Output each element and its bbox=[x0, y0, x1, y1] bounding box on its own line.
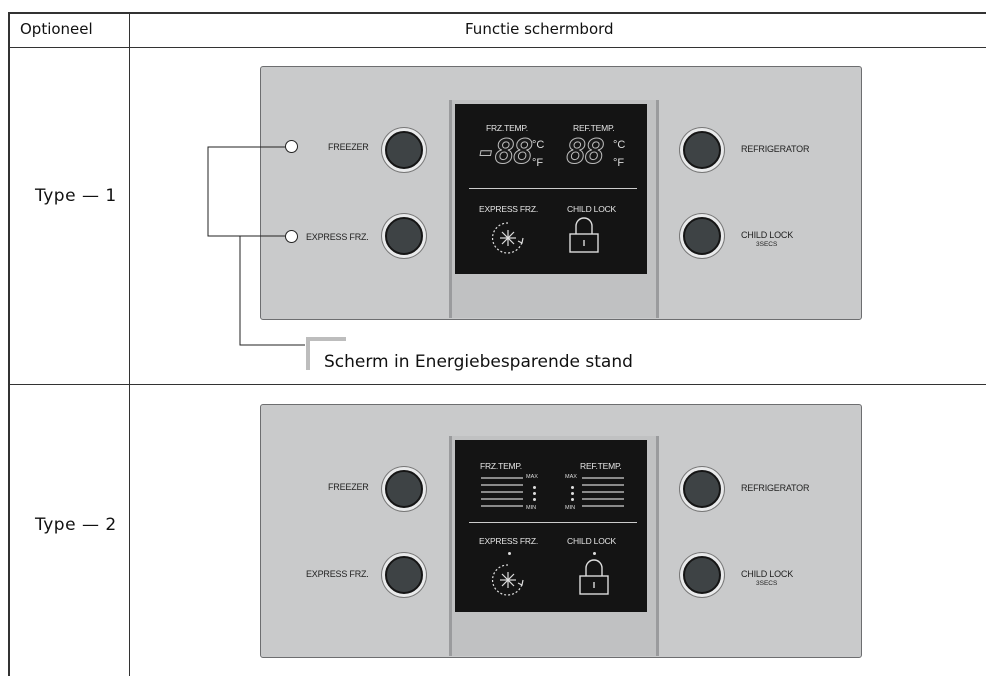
freezer-label: FREEZER bbox=[328, 142, 369, 152]
callout-bracket-top bbox=[306, 337, 346, 341]
child-lock-label-2: CHILD LOCK bbox=[741, 569, 794, 579]
frz-bar bbox=[481, 498, 523, 500]
refrigerator-label: REFRIGERATOR bbox=[741, 144, 810, 154]
snowflake-cycle-icon bbox=[492, 564, 524, 596]
ref-temp-digits: 88 bbox=[566, 132, 606, 173]
frz-dot bbox=[533, 492, 536, 495]
ref-unit-c: °C bbox=[613, 139, 626, 151]
child-lock-indicator-dot bbox=[593, 552, 596, 555]
type-2-label: Type — 2 bbox=[35, 515, 117, 535]
frz-bar bbox=[481, 477, 523, 479]
type-2-display bbox=[455, 440, 647, 612]
child-lock-3secs-2: 3SECS bbox=[756, 580, 778, 587]
energy-saving-callout: Scherm in Energiebesparende stand bbox=[324, 352, 633, 372]
ref-bar bbox=[582, 484, 624, 486]
express-frz-led bbox=[285, 230, 298, 243]
freezer-button[interactable] bbox=[385, 131, 423, 169]
freezer-button-2[interactable] bbox=[385, 470, 423, 508]
snowflake-cycle-icon bbox=[492, 222, 524, 254]
ref-temp-label: REF.TEMP. bbox=[573, 123, 615, 133]
express-frz-button[interactable] bbox=[385, 217, 423, 255]
type-1-label: Type — 1 bbox=[35, 186, 117, 206]
express-frz-label-2: EXPRESS FRZ. bbox=[306, 569, 369, 579]
column-divider bbox=[129, 12, 130, 676]
express-frz-button-2[interactable] bbox=[385, 556, 423, 594]
ref-dot bbox=[571, 486, 574, 489]
express-indicator-dot bbox=[508, 552, 511, 555]
ref-temp-label-2: REF.TEMP. bbox=[580, 461, 622, 471]
frz-unit-f: °F bbox=[532, 157, 544, 169]
display-divider-2 bbox=[469, 522, 637, 523]
express-frz-display-label-2: EXPRESS FRZ. bbox=[479, 536, 539, 546]
callout-bracket-side bbox=[306, 337, 310, 370]
ref-bar bbox=[582, 498, 624, 500]
table-top-border bbox=[8, 12, 986, 14]
freezer-label-2: FREEZER bbox=[328, 482, 369, 492]
ref-dot bbox=[571, 498, 574, 501]
display-divider bbox=[469, 188, 637, 189]
frz-temp-label-2: FRZ.TEMP. bbox=[480, 461, 522, 471]
header-bottom-border bbox=[8, 47, 986, 48]
child-lock-button-2[interactable] bbox=[683, 556, 721, 594]
refrigerator-button[interactable] bbox=[683, 131, 721, 169]
refrigerator-label-2: REFRIGERATOR bbox=[741, 483, 810, 493]
frz-unit-c: °C bbox=[532, 139, 545, 151]
ref-max-label: MAX bbox=[565, 474, 577, 480]
ref-dot bbox=[571, 492, 574, 495]
type-1-display bbox=[455, 104, 647, 274]
freezer-led bbox=[285, 140, 298, 153]
frz-min-label: MIN bbox=[526, 505, 537, 511]
frz-dot bbox=[533, 486, 536, 489]
child-lock-button[interactable] bbox=[683, 217, 721, 255]
header-functie: Functie schermbord bbox=[465, 20, 614, 38]
ref-bar bbox=[582, 491, 624, 493]
ref-min-label: MIN bbox=[565, 505, 576, 511]
express-frz-display-label: EXPRESS FRZ. bbox=[479, 204, 539, 214]
table-left-border bbox=[8, 12, 10, 676]
row-divider bbox=[8, 384, 986, 385]
child-lock-3secs: 3SECS bbox=[756, 241, 778, 248]
express-frz-label: EXPRESS FRZ. bbox=[306, 232, 369, 242]
padlock-icon bbox=[579, 559, 609, 595]
frz-bar bbox=[481, 484, 523, 486]
header-optioneel: Optioneel bbox=[20, 20, 93, 38]
ref-bar bbox=[582, 477, 624, 479]
frz-bar bbox=[481, 505, 523, 507]
ref-bar bbox=[582, 505, 624, 507]
frz-max-label: MAX bbox=[526, 474, 538, 480]
child-lock-label: CHILD LOCK bbox=[741, 230, 794, 240]
frz-temp-label: FRZ.TEMP. bbox=[486, 123, 528, 133]
frz-temp-digits: -88 bbox=[475, 132, 533, 173]
frz-dot bbox=[533, 498, 536, 501]
refrigerator-button-2[interactable] bbox=[683, 470, 721, 508]
type-1-connector-lines bbox=[207, 146, 305, 346]
child-lock-display-label: CHILD LOCK bbox=[567, 204, 617, 214]
child-lock-display-label-2: CHILD LOCK bbox=[567, 536, 617, 546]
frz-bar bbox=[481, 491, 523, 493]
padlock-icon bbox=[569, 217, 599, 253]
ref-unit-f: °F bbox=[613, 157, 625, 169]
